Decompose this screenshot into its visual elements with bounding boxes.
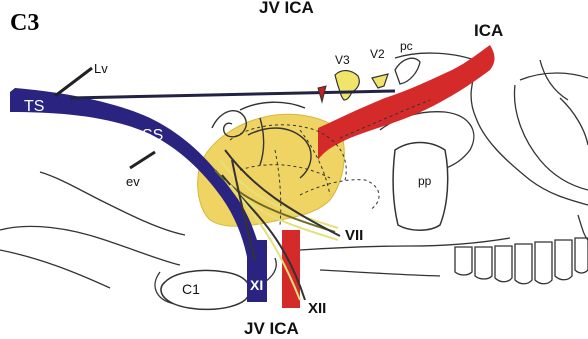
c1-vertebra (161, 270, 250, 309)
pc-structure (395, 58, 420, 84)
top-caption: JV ICA (259, 0, 314, 17)
label-xi: XI (250, 277, 263, 293)
panel-label: C3 (10, 10, 39, 36)
label-v3: V3 (335, 53, 350, 67)
bottom-caption: JV ICA (244, 319, 299, 338)
label-v2: V2 (370, 47, 385, 61)
label-ev: ev (126, 174, 140, 189)
label-ts: TS (24, 98, 44, 115)
ev-line (130, 152, 155, 168)
ica-lower-segment (282, 230, 300, 308)
v2-branch (372, 74, 388, 88)
sigmoid-sinus (10, 88, 262, 300)
label-xii: XII (308, 300, 326, 317)
lv-line (55, 68, 92, 96)
label-pc: pc (400, 39, 413, 53)
label-pp: pp (418, 174, 432, 188)
label-ss: SS (142, 127, 163, 144)
label-ica: ICA (474, 21, 503, 40)
label-c1: C1 (182, 281, 200, 297)
teeth-row (455, 215, 588, 284)
label-vii: VII (345, 227, 363, 244)
v3-branch (335, 71, 359, 100)
label-lv: Lv (94, 61, 108, 76)
